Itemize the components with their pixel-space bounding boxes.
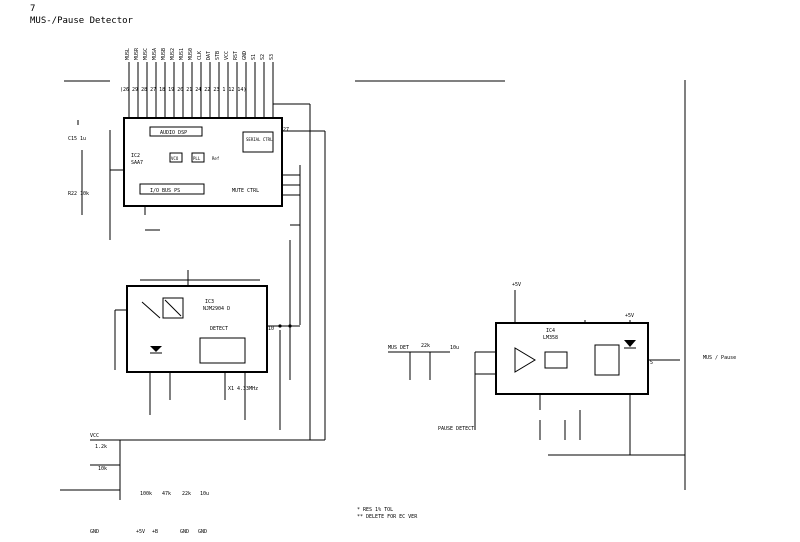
note-1: * RES 1% TOL <box>357 507 393 513</box>
right-top-label: +5V <box>512 282 521 288</box>
bus-label: STB <box>215 51 221 60</box>
bottom-value: 47k <box>162 491 171 497</box>
bus-label: S2 <box>260 54 266 60</box>
ic-top-inner2: PLL <box>193 156 201 161</box>
ic-top-pin: 27 <box>283 127 289 133</box>
bottom-supply-label: +5V <box>136 529 145 535</box>
bus-label: MUSL <box>125 48 131 60</box>
bus-label: S3 <box>269 54 275 60</box>
bus-label: MUSB <box>161 48 167 60</box>
mid-ic-wires <box>60 240 325 500</box>
xtal-label: X1 4.33MHz <box>228 386 258 392</box>
bottom-value: 22k <box>182 491 191 497</box>
ic-right-part: LM358 <box>543 335 558 341</box>
bottom-value: 1.2k <box>95 444 107 450</box>
input-cap: 10u <box>450 345 459 351</box>
bus-wires <box>64 62 505 118</box>
ic-top: IC2 SAA7 AUDIO DSP SERIAL CTRL I/O BUS P… <box>123 117 289 207</box>
bottom-supply-label: GND <box>198 529 207 535</box>
bus-label: VCC <box>224 51 230 60</box>
output-label: MUS / Pause <box>703 355 736 361</box>
left-comp-label: C15 1u <box>68 136 86 142</box>
right-ic-wires <box>388 80 686 490</box>
bottom-supply-label: GND <box>90 529 99 535</box>
ic-mid-designator: IC3 <box>205 299 214 305</box>
top-ic-wires <box>77 104 326 440</box>
bus-label: MUS2 <box>170 48 176 60</box>
bus-label: MUSR <box>134 47 140 60</box>
right-note: PAUSE DETECT <box>438 426 474 432</box>
ic-mid: IC3 NJM2904 D DETECT 10 <box>126 285 274 373</box>
ic-right: IC4 LM358 +5V 5 <box>495 313 653 395</box>
bus-label: MUSC <box>143 48 149 60</box>
note-2: ** DELETE FOR EC VER <box>357 514 418 520</box>
ic-top-block-right: SERIAL CTRL <box>246 137 273 142</box>
bus-label: RST <box>233 51 239 60</box>
ic-right-sup: +5V <box>625 313 634 319</box>
ic-top-block-top: AUDIO DSP <box>160 130 187 136</box>
bus-label-group: MUSL MUSR MUSC MUSA MUSB MUS2 MUS1 MUS0 … <box>125 47 275 60</box>
bottom-value: 10k <box>98 466 107 472</box>
page-number: 7 <box>30 4 35 14</box>
bus-label: GND <box>242 51 248 60</box>
ic-top-inner3: Ref <box>212 156 220 161</box>
ic-top-designator: IC2 <box>131 153 140 159</box>
ic-mid-pin: 10 <box>268 326 274 332</box>
bottom-supply-label: GND <box>180 529 189 535</box>
input-res: 22k <box>421 343 430 349</box>
ic-right-designator: IC4 <box>546 328 555 334</box>
bus-label: MUS0 <box>188 48 194 60</box>
input-label: MUS DET <box>388 345 409 351</box>
bus-label: MUSA <box>152 48 158 60</box>
ic-mid-block: DETECT <box>210 326 228 332</box>
ic-top-block-bl: I/O BUS PS <box>150 188 180 194</box>
bus-label: DAT <box>206 51 212 60</box>
ic-top-part: SAA7 <box>131 160 143 166</box>
vcc-left-label: VCC <box>90 433 99 439</box>
ic-top-block-br: MUTE CTRL <box>232 188 259 194</box>
diagram-title: MUS-/Pause Detector <box>30 16 134 26</box>
left-comp2-label: R22 10k <box>68 191 89 197</box>
bus-label: MUS1 <box>179 48 185 60</box>
ic-top-inner1: VCO <box>171 156 179 161</box>
ic-mid-part: NJM2904 D <box>203 306 230 312</box>
bottom-value: 100k <box>140 491 152 497</box>
ic-right-pin: 5 <box>650 360 653 366</box>
bus-label: CLK <box>197 51 203 60</box>
bottom-supply-label: +B <box>152 529 158 535</box>
bus-label: S1 <box>251 54 257 60</box>
bottom-value: 10u <box>200 491 209 497</box>
